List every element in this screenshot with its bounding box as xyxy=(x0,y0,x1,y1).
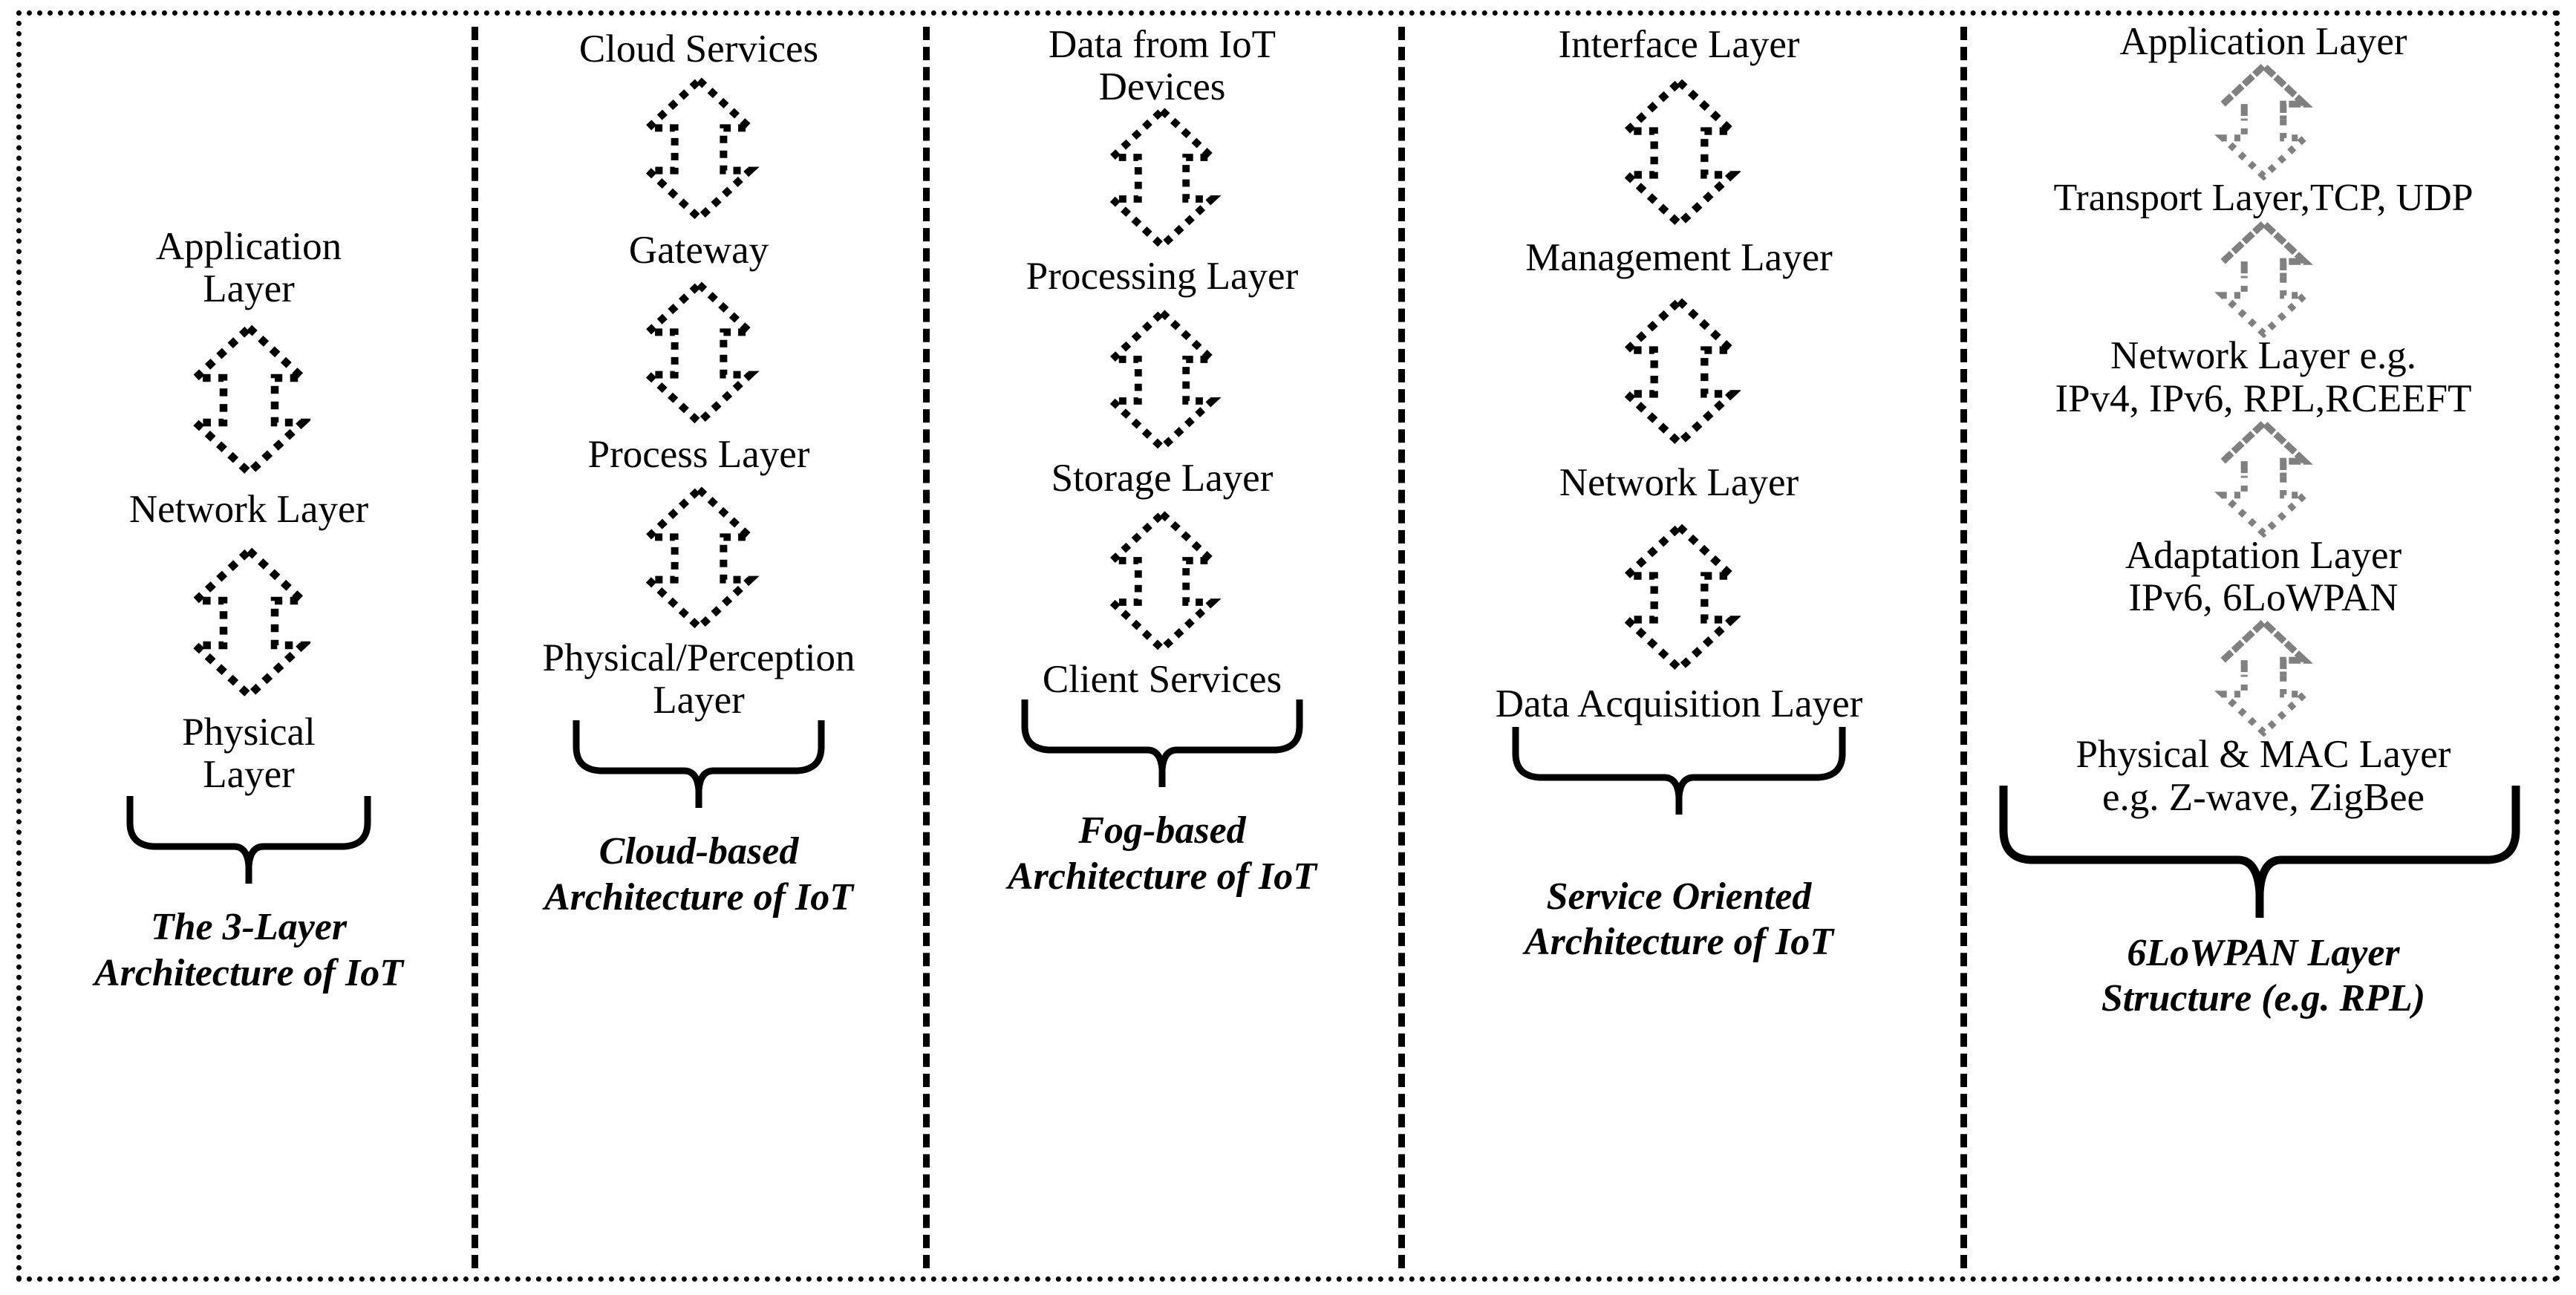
bidirectional-arrow-icon xyxy=(1617,296,1741,449)
panel-caption: Cloud-based Architecture of IoT xyxy=(544,830,853,919)
layer-label: Application Layer xyxy=(155,225,342,311)
bidirectional-arrow-icon xyxy=(638,279,760,428)
brace-wrap xyxy=(123,792,375,888)
arrow-slot xyxy=(638,279,760,428)
brace-wrap xyxy=(1508,722,1850,819)
panel-caption: 6LoWPAN Layer Structure (e.g. RPL) xyxy=(2101,931,2426,1020)
panel-service-oriented: Interface Layer Management Layer Network… xyxy=(1408,10,1950,1282)
layer-label: Data Acquisition Layer xyxy=(1495,682,1863,725)
arrow-slot xyxy=(187,322,310,479)
brace-wrap xyxy=(569,716,829,812)
layer-label: Process Layer xyxy=(587,433,810,477)
arrow-slot xyxy=(2210,618,2318,737)
panel-three-layer: Application Layer Network Layer Physical… xyxy=(30,10,468,1282)
bidirectional-arrow-icon xyxy=(1617,521,1741,674)
layer-label: Network Layer xyxy=(1559,461,1799,505)
arrow-slot xyxy=(1103,307,1222,453)
curly-brace-icon xyxy=(1512,726,1846,815)
arrow-slot xyxy=(1617,521,1741,674)
curly-brace-icon xyxy=(126,796,371,884)
arrow-slot xyxy=(1103,509,1222,654)
bidirectional-arrow-icon xyxy=(2214,618,2313,737)
layer-label: Client Services xyxy=(1042,657,1282,701)
panel-divider-4 xyxy=(1960,27,1967,1268)
layer-label: Network Layer e.g. IPv4, IPv6, RPL,RCEEF… xyxy=(2055,334,2472,420)
bidirectional-arrow-icon xyxy=(2214,219,2313,339)
layer-label: Management Layer xyxy=(1525,236,1833,280)
brace-wrap xyxy=(1969,781,2557,922)
curly-brace-icon xyxy=(573,720,825,809)
layer-label: Gateway xyxy=(628,229,769,273)
lowpan-bottom-group: Physical & MAC Layer e.g. Z-wave, ZigBee xyxy=(1969,733,2557,919)
arrow-slot xyxy=(638,75,760,224)
curly-brace-icon xyxy=(1999,786,2520,919)
panel-fog-based: Data from IoT Devices Processing Layer S… xyxy=(933,10,1392,1282)
panel-divider-3 xyxy=(1398,27,1405,1268)
bidirectional-arrow-icon xyxy=(638,75,760,224)
arrow-slot xyxy=(187,545,310,701)
bidirectional-arrow-icon xyxy=(1103,105,1222,252)
panel-6lowpan: Application Layer Transport Layer,TCP, U… xyxy=(1969,10,2557,1282)
bidirectional-arrow-icon xyxy=(2214,62,2313,181)
layer-label: Processing Layer xyxy=(1025,255,1299,299)
layer-label: Adaptation Layer IPv6, 6LoWPAN xyxy=(2125,533,2402,620)
bidirectional-arrow-icon xyxy=(187,322,310,479)
bidirectional-arrow-icon xyxy=(638,483,760,633)
panel-caption: The 3-Layer Architecture of IoT xyxy=(94,906,403,994)
panel-caption: Service Oriented Architecture of IoT xyxy=(1525,875,1833,964)
bidirectional-arrow-icon xyxy=(1103,307,1222,453)
bidirectional-arrow-icon xyxy=(187,545,310,701)
bidirectional-arrow-icon xyxy=(1103,509,1222,654)
layer-label: Physical & MAC Layer e.g. Z-wave, ZigBee xyxy=(2076,733,2451,819)
curly-brace-icon xyxy=(1021,699,1303,788)
arrow-slot xyxy=(1103,105,1222,252)
panel-divider-1 xyxy=(472,27,478,1268)
layer-label: Interface Layer xyxy=(1558,23,1800,66)
layer-label: Storage Layer xyxy=(1051,456,1274,500)
arrow-slot xyxy=(2210,62,2318,181)
arrow-slot xyxy=(638,483,760,633)
layer-label: Cloud Services xyxy=(578,27,819,71)
panel-cloud-based: Cloud Services Gateway Process Layer Phy… xyxy=(481,10,916,1282)
arrow-slot xyxy=(2210,418,2318,538)
layer-label: Physical/Perception Layer xyxy=(542,636,855,722)
bidirectional-arrow-icon xyxy=(2214,418,2313,538)
layer-label: Network Layer xyxy=(128,488,369,532)
layer-label: Transport Layer,TCP, UDP xyxy=(2053,177,2474,220)
layer-label: Application Layer xyxy=(2119,20,2407,63)
arrow-slot xyxy=(2210,219,2318,339)
arrow-slot xyxy=(1617,76,1741,229)
panel-divider-2 xyxy=(923,27,930,1268)
layer-label: Data from IoT Devices xyxy=(1048,23,1276,109)
arrow-slot xyxy=(1617,296,1741,449)
panel-caption: Fog-based Architecture of IoT xyxy=(1008,809,1317,898)
brace-wrap xyxy=(1017,695,1307,792)
layer-label: Physical Layer xyxy=(182,710,316,796)
bidirectional-arrow-icon xyxy=(1617,76,1741,229)
